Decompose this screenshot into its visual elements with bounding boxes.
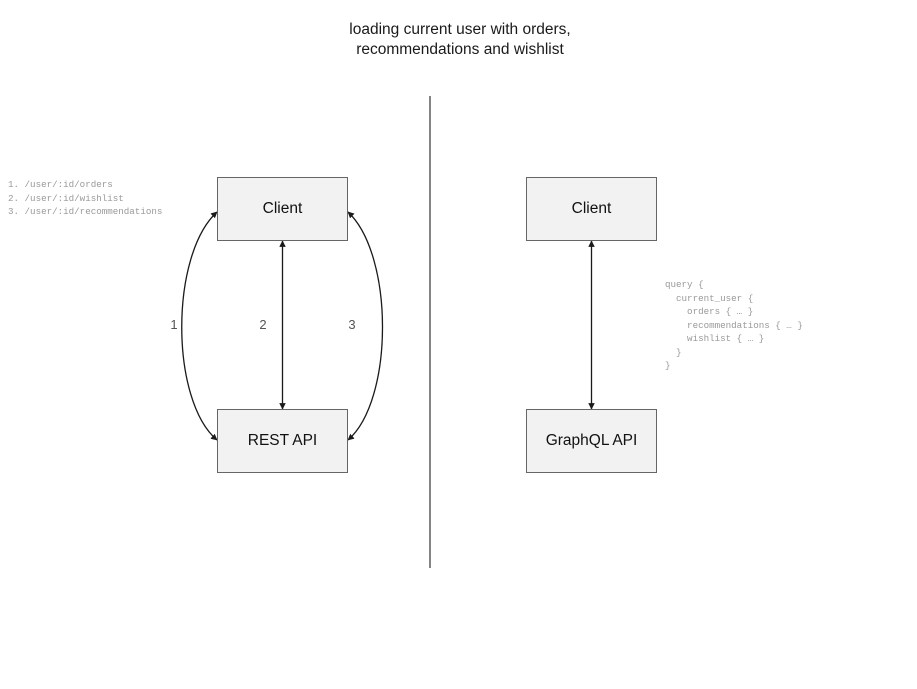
graphql-query-snippet: query { current_user { orders { … } reco… — [665, 279, 803, 371]
node-graphql-api[interactable]: GraphQL API — [526, 409, 657, 473]
diagram-title: loading current user with orders, recomm… — [349, 21, 571, 58]
edge-label-3: 3 — [348, 317, 356, 332]
rest-edge-3 — [347, 211, 384, 441]
rest-edge-1 — [181, 211, 218, 441]
node-client-rest[interactable]: Client — [217, 177, 348, 241]
edge-label-2: 2 — [259, 317, 267, 332]
node-client-graphql[interactable]: Client — [526, 177, 657, 241]
node-rest-api[interactable]: REST API — [217, 409, 348, 473]
rest-endpoints-list: 1. /user/:id/orders 2. /user/:id/wishlis… — [8, 179, 163, 217]
edge-label-1: 1 — [170, 317, 178, 332]
